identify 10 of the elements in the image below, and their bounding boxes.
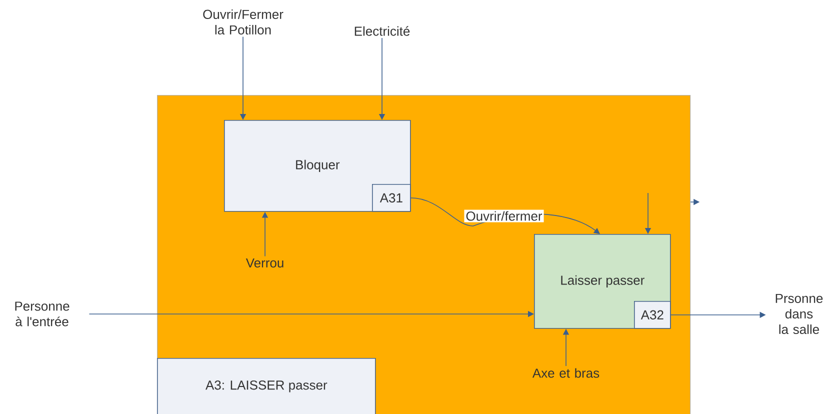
text-label: Axe et bras	[532, 368, 600, 378]
title-box: A3: LAISSER passer	[157, 358, 376, 414]
text-label: Personne à l'entrée	[15, 302, 70, 326]
edge-label: Ouvrir/fermer	[464, 210, 544, 222]
id-box: A31	[372, 184, 411, 212]
text-label: Verrou	[246, 258, 284, 268]
text-label: Prsonne dans la salle	[776, 294, 823, 334]
id-box: A32	[634, 300, 671, 329]
text-label: Electricité	[354, 26, 410, 36]
text-label: Ouvrir/Fermer la Potillon	[203, 9, 284, 35]
